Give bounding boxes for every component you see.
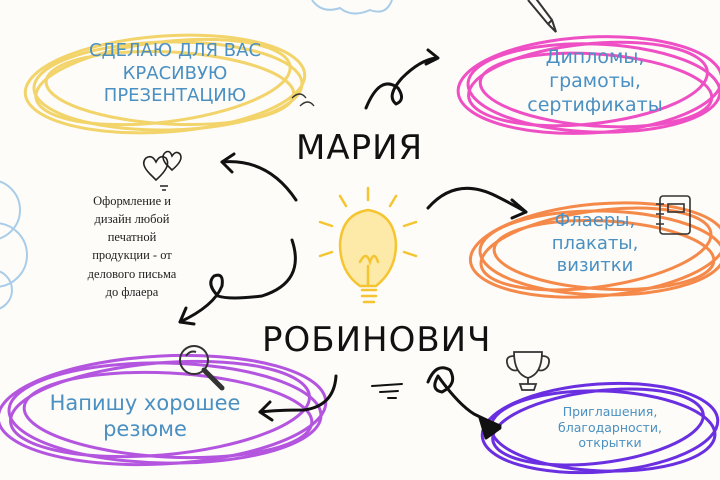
hearts-icon — [142, 150, 182, 191]
scribble-orange — [468, 201, 720, 299]
arrow-to-invitations — [426, 366, 502, 428]
arrow-to-resume — [258, 374, 338, 414]
bubble-flyers-line: визитки — [556, 255, 634, 276]
description-line: до флаера — [105, 284, 159, 299]
bubble-resume: Напишу хорошее резюме — [40, 390, 250, 443]
decor-circles-left — [0, 180, 28, 310]
trophy-icon — [505, 351, 551, 391]
bubble-diplomas-line: сертификаты — [527, 93, 663, 116]
bubble-diplomas-line: грамоты, — [549, 69, 641, 92]
name-first: МАРИЯ — [296, 128, 424, 168]
bubble-presentation: СДЕЛАЮ ДЛЯ ВАС КРАСИВУЮ ПРЕЗЕНТАЦИЮ — [70, 40, 280, 108]
description-line: Оформление и — [93, 194, 171, 208]
bubble-invitations-line: благодарности, — [558, 419, 662, 435]
scribble-purple — [0, 353, 328, 467]
arrows — [178, 48, 528, 440]
name-last: РОБИНОВИЧ — [262, 320, 492, 360]
description-line: делового письма — [87, 266, 177, 281]
lightbulb-icon — [318, 186, 418, 304]
arrow-down-left — [178, 238, 297, 324]
description-line: дизайн любой — [94, 212, 170, 227]
bubble-presentation-line: ПРЕЗЕНТАЦИЮ — [103, 85, 247, 106]
bubble-resume-line: Напишу хорошее — [49, 391, 241, 415]
description-line: печатной — [107, 230, 157, 245]
magnifier-icon — [179, 345, 225, 391]
bubble-resume-line: резюме — [103, 417, 187, 442]
arrow-to-diplomas — [364, 56, 438, 110]
bubble-invitations-line: открытки — [578, 435, 642, 451]
arrow-to-flyers — [426, 186, 528, 214]
bubble-flyers-line: Флаеры, — [554, 210, 636, 231]
pencil-icon — [527, 0, 557, 33]
bubble-diplomas-line: Дипломы, — [545, 46, 645, 68]
decor-cloud-top — [311, 0, 393, 15]
decor-squiggle — [291, 93, 315, 107]
bubble-invitations-line: Приглашения, — [562, 404, 658, 419]
bubble-diplomas: Дипломы, грамоты, сертификаты — [510, 46, 680, 117]
scribble-yellow — [23, 33, 307, 135]
description-line: продукции - от — [92, 248, 172, 263]
bubble-flyers-line: плакаты, — [551, 232, 639, 254]
description: Оформление и дизайн любой печатной проду… — [62, 192, 202, 301]
bubble-presentation-line: СДЕЛАЮ ДЛЯ ВАС — [88, 40, 262, 61]
notebook-icon — [656, 195, 691, 235]
bubble-flyers: Флаеры, плакаты, визитки — [540, 210, 650, 278]
bubble-invitations: Приглашения, благодарности, открытки — [550, 404, 670, 451]
arrow-to-description — [220, 160, 298, 202]
bubble-presentation-line: КРАСИВУЮ — [122, 62, 228, 84]
